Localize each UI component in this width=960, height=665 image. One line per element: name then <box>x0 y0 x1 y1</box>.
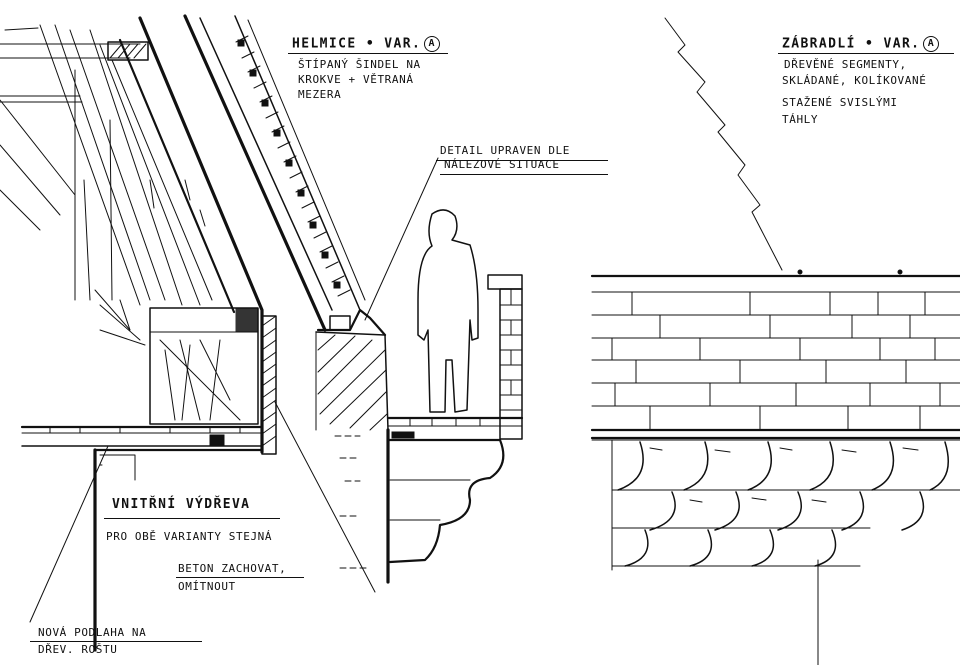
leader-lines <box>29 401 376 623</box>
zabradli-line4: TÁHLY <box>782 113 819 126</box>
beton-line1: BETON ZACHOVAT, <box>178 562 287 575</box>
helmice-title-text: HELMICE • VAR. <box>292 36 422 52</box>
vydreva-line1: PRO OBĚ VARIANTY STEJNÁ <box>106 530 273 543</box>
helmice-title: HELMICE • VAR.A <box>292 36 441 52</box>
helmice-line3: MEZERA <box>298 88 342 101</box>
vydreva-underline <box>104 518 280 519</box>
zabradli-line2: SKLÁDANÉ, KOLÍKOVANÉ <box>782 74 927 87</box>
roof-truss-structure <box>0 16 277 652</box>
detail-underline1 <box>436 160 608 161</box>
podlaha-underline <box>30 641 202 642</box>
helmice-underline <box>288 53 448 54</box>
zabradli-variant-circle: A <box>923 36 940 52</box>
detail-line1: DETAIL UPRAVEN DLE <box>440 144 571 157</box>
helmice-line1: ŠTÍPANÝ ŠINDEL NA <box>298 58 421 71</box>
shingle-roof-slope <box>183 14 390 584</box>
zabradli-title: ZÁBRADLÍ • VAR.A <box>782 36 940 52</box>
zabradli-title-text: ZÁBRADLÍ • VAR. <box>782 36 921 52</box>
beton-line2: OMÍTNOUT <box>178 580 236 593</box>
podlaha-line1: NOVÁ PODLAHA NA <box>38 626 147 639</box>
helmice-line2: KROKVE + VĚTRANÁ <box>298 73 414 86</box>
detail-line2: NÁLEZOVÉ SITUACE <box>444 158 560 171</box>
podlaha-line2: DŘEV. ROŠTU <box>38 643 118 656</box>
railing-elevation <box>590 17 960 665</box>
zabradli-line3: STAŽENÉ SVISLÝMI <box>782 96 898 109</box>
beton-underline <box>176 577 304 578</box>
detail-underline2 <box>440 174 608 175</box>
zabradli-line1: DŘEVĚNÉ SEGMENTY, <box>784 58 907 71</box>
balcony-section <box>364 157 524 564</box>
vydreva-title: VNITŘNÍ VÝDŘEVA <box>112 497 251 512</box>
zabradli-underline <box>778 53 954 54</box>
helmice-variant-circle: A <box>424 36 441 52</box>
